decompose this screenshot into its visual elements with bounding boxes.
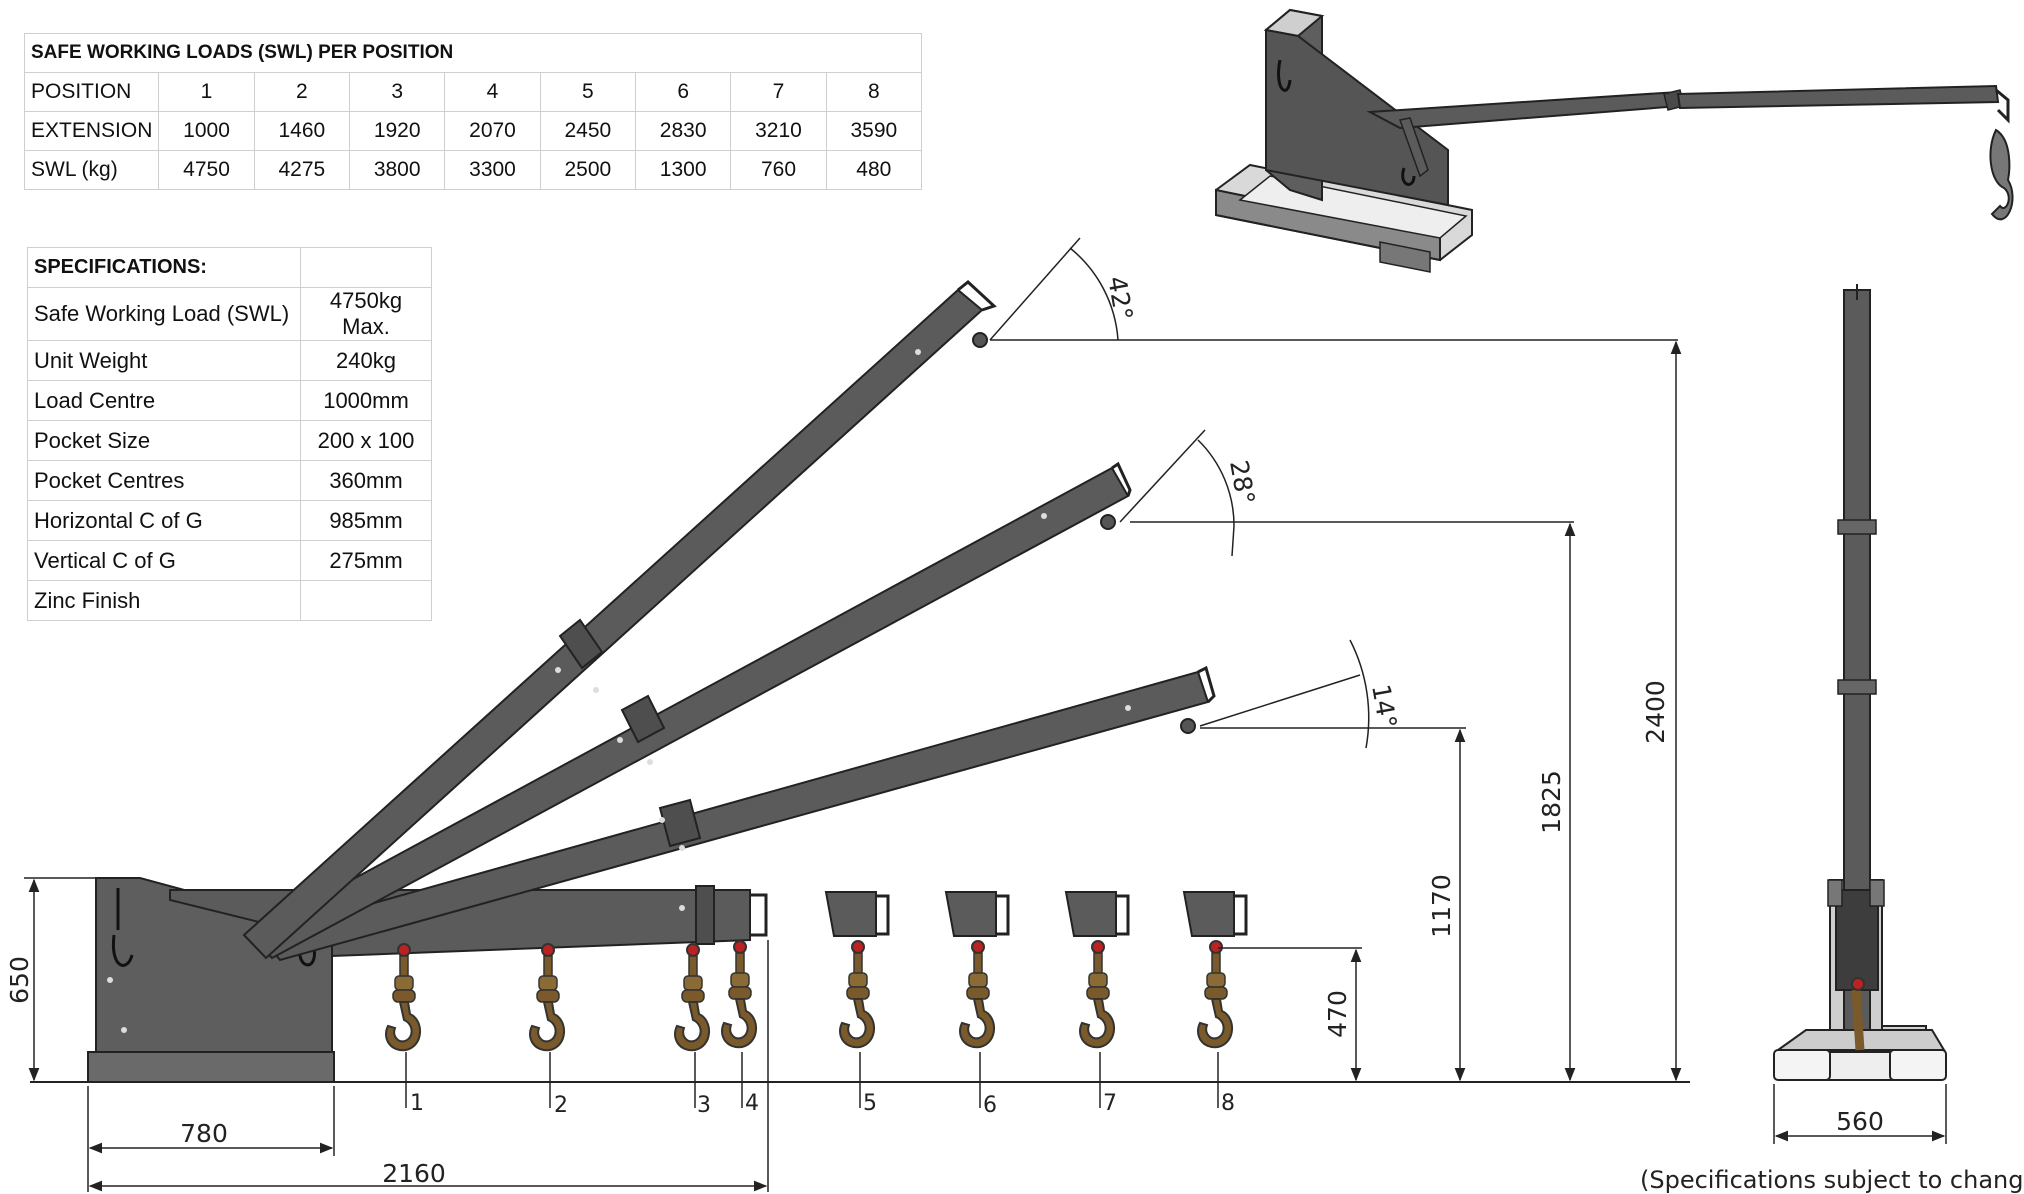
cell: 6	[634, 72, 732, 112]
position-label-2: 2	[554, 1093, 568, 1118]
position-label-3: 3	[697, 1093, 711, 1118]
hook-icon	[529, 943, 566, 1052]
spec-label: Load Centre	[27, 380, 301, 421]
position-label-1: 1	[410, 1091, 424, 1116]
angle-label-42: 42°	[1102, 274, 1138, 323]
horizontal-dimensions	[87, 940, 769, 1192]
width-dimension	[1773, 1084, 1947, 1144]
specifications-note: (Specifications subject to change)	[1640, 1166, 2024, 1194]
hook-icon	[959, 940, 996, 1049]
spec-value	[300, 580, 432, 621]
dimension-1825: 1825	[1537, 770, 1566, 834]
angle-label-28: 28°	[1224, 458, 1260, 507]
spec-row: Safe Working Load (SWL)4750kg Max.	[27, 287, 432, 341]
swl-row-swl: SWL (kg) 4750 4275 3800 3300 2500 1300 7…	[23, 150, 923, 190]
dimension-470: 470	[1323, 990, 1352, 1038]
cell: 2450	[539, 111, 637, 151]
hooks	[385, 940, 1234, 1052]
hook-icon	[385, 943, 422, 1052]
spec-row: Zinc Finish	[27, 580, 432, 621]
dimension-780: 780	[180, 1119, 228, 1148]
row-label: SWL (kg)	[23, 150, 160, 190]
spec-value: 200 x 100	[300, 420, 432, 461]
swl-row-extension: EXTENSION 1000 1460 1920 2070 2450 2830 …	[23, 111, 923, 151]
boom-42deg	[242, 280, 997, 960]
boom-extension-tips	[824, 891, 1248, 937]
spec-value: 985mm	[300, 500, 432, 541]
side-view	[1773, 284, 1947, 1081]
swl-row-position: POSITION 1 2 3 4 5 6 7 8	[23, 72, 923, 112]
cell: 8	[825, 72, 923, 112]
swl-title-row: SAFE WORKING LOADS (SWL) PER POSITION	[24, 33, 922, 73]
hook-icon	[721, 940, 758, 1049]
spec-title: SPECIFICATIONS:	[27, 247, 301, 288]
spec-label: Vertical C of G	[27, 540, 301, 581]
row-label: EXTENSION	[23, 111, 160, 151]
dimension-1170: 1170	[1427, 874, 1456, 938]
cell: 3800	[349, 150, 446, 190]
position-leaders	[405, 1052, 1219, 1108]
dimension-650: 650	[5, 956, 34, 1004]
cell: 4750	[158, 150, 255, 190]
vertical-dimensions	[24, 340, 1682, 1082]
swl-table: SAFE WORKING LOADS (SWL) PER POSITION PO…	[23, 33, 923, 190]
spec-value: 4750kg Max.	[300, 287, 432, 341]
spec-label: Horizontal C of G	[27, 500, 301, 541]
cell: 5	[539, 72, 637, 112]
isometric-view	[1215, 8, 2014, 273]
position-label-5: 5	[863, 1091, 877, 1116]
spec-value: 360mm	[300, 460, 432, 501]
cell: 1300	[634, 150, 732, 190]
spec-label: Pocket Centres	[27, 460, 301, 501]
cell: 1000	[158, 111, 255, 151]
position-label-7: 7	[1103, 1091, 1117, 1116]
dimension-2160: 2160	[382, 1159, 446, 1188]
position-label-4: 4	[745, 1091, 759, 1116]
cell: 3300	[444, 150, 541, 190]
cell: 1460	[253, 111, 351, 151]
spec-value: 240kg	[300, 340, 432, 381]
position-label-6: 6	[983, 1093, 997, 1118]
swl-table-title: SAFE WORKING LOADS (SWL) PER POSITION	[24, 33, 922, 73]
spec-value: 275mm	[300, 540, 432, 581]
row-label: POSITION	[23, 72, 160, 112]
dimension-560: 560	[1836, 1107, 1884, 1136]
cell: 4	[444, 72, 541, 112]
hook-icon	[674, 943, 711, 1052]
angle-annotations	[989, 237, 1678, 749]
spec-label: Zinc Finish	[27, 580, 301, 621]
spec-value: 1000mm	[300, 380, 432, 421]
hook-icon	[1079, 940, 1116, 1049]
cell: 480	[825, 150, 923, 190]
hook-icon	[839, 940, 876, 1049]
hook-icon	[1197, 940, 1234, 1049]
spec-title-blank	[300, 247, 432, 288]
dimension-2400: 2400	[1641, 680, 1670, 744]
specifications-table: SPECIFICATIONS: Safe Working Load (SWL)4…	[27, 247, 432, 621]
spec-title-row: SPECIFICATIONS:	[27, 247, 432, 288]
cell: 760	[730, 150, 827, 190]
cell: 4275	[253, 150, 351, 190]
cell: 2070	[444, 111, 541, 151]
cell: 2830	[634, 111, 732, 151]
angle-label-14: 14°	[1366, 682, 1402, 731]
position-label-8: 8	[1221, 1091, 1235, 1116]
